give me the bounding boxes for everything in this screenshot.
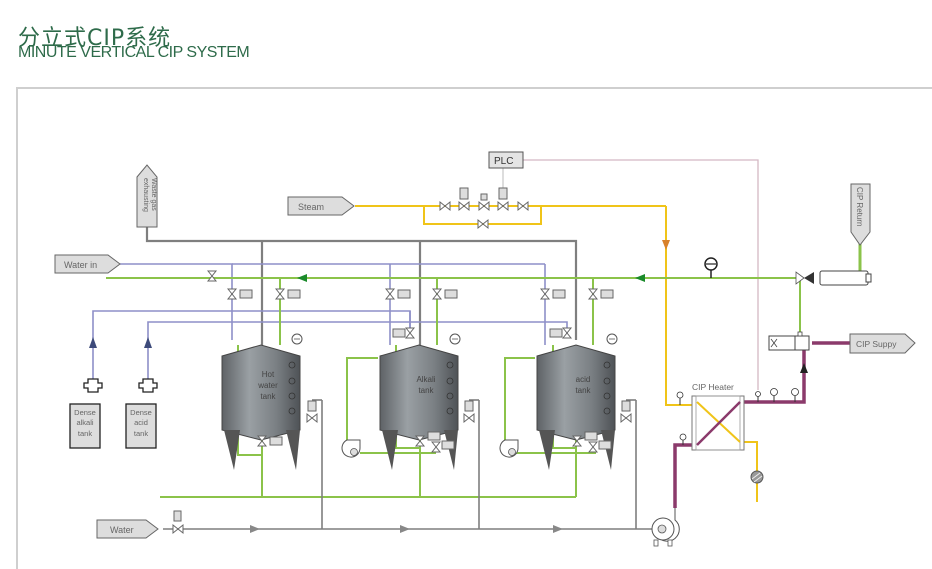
actuator-icon: [498, 187, 508, 200]
actuator-icon: [459, 187, 469, 200]
valve-icon: [439, 201, 451, 211]
valve-icon: [432, 288, 442, 300]
water-label: Water: [110, 525, 134, 535]
water-in-tag: Water in: [54, 254, 121, 274]
heater-gauges: [676, 388, 799, 445]
water-inlet-valve-icon: [172, 510, 184, 534]
alkali-tank: Alkali tank: [379, 333, 475, 470]
diagram-frame: [16, 87, 932, 569]
tank-label-line: water: [257, 381, 278, 390]
cip-supply-flowmeter: [768, 331, 810, 351]
dense-acid-tank: Dense acid tank: [125, 378, 158, 449]
waste-gas-label-1: Waste gas: [150, 178, 157, 211]
valve-icon: [588, 288, 598, 300]
valve-icon: [562, 327, 572, 339]
dense-tank-label-line: Dense: [130, 408, 152, 417]
alkali-pump-icon: [341, 439, 361, 458]
cip-heater: CIP Heater: [691, 382, 745, 451]
bypass-valve-icon: [477, 219, 489, 229]
tank-label-line: tank: [418, 386, 434, 395]
actuator-icon: [480, 193, 488, 201]
steam-label: Steam: [298, 202, 324, 212]
valve-icon: [207, 270, 217, 282]
flow-arrow-left: [635, 274, 645, 282]
valve-icon: [275, 288, 285, 300]
dense-tank-label-line: tank: [134, 429, 148, 438]
tank-label-line: tank: [260, 392, 276, 401]
plc-label: PLC: [494, 156, 513, 167]
temperature-sensor-icon: [755, 391, 761, 397]
dense-tank-label-line: acid: [134, 418, 148, 427]
flow-arrow-right: [553, 525, 563, 533]
dense-alkali-tank: Dense alkali tank: [69, 378, 103, 449]
hot-water-tank: Hot water tank: [221, 333, 318, 470]
cip-return-tag: CIP Return: [850, 183, 871, 246]
flow-arrow-left: [297, 274, 307, 282]
valve-icon: [517, 201, 529, 211]
valve-icon: [540, 288, 550, 300]
valve-icon: [405, 327, 415, 339]
steam-trap-icon: [750, 470, 764, 484]
dense-tank-label-line: Dense: [74, 408, 96, 417]
chemical-lines: [92, 263, 568, 392]
flow-arrow-up: [89, 337, 97, 348]
cip-return-filter: [795, 270, 872, 286]
flow-arrow-down: [662, 240, 670, 250]
tank-inlet-valves: [207, 270, 614, 339]
cip-supply-label: CIP Suppy: [856, 339, 897, 349]
cip-return-label: CIP Return: [855, 187, 864, 226]
valve-icon: [458, 201, 470, 211]
cip-supply-pump-icon: [651, 508, 680, 547]
pressure-gauge-icon: [704, 257, 718, 278]
flow-arrow-right: [250, 525, 260, 533]
flow-arrow-right: [400, 525, 410, 533]
page-title-english: MINUTE VERTICAL CIP SYSTEM: [18, 44, 250, 61]
waste-gas-lines: [145, 223, 578, 345]
water-in-label: Water in: [64, 260, 97, 270]
waste-gas-label-2: exhausting: [142, 178, 149, 212]
valve-icon: [497, 201, 509, 211]
acid-tank: acid tank: [536, 333, 632, 470]
dense-tank-label-line: alkali: [76, 418, 93, 427]
tank-label-line: acid: [576, 375, 591, 384]
regulating-valve-icon: [478, 201, 490, 211]
cip-heater-label: CIP Heater: [692, 382, 734, 392]
flow-arrow-up: [144, 337, 152, 348]
valve-icon: [385, 288, 395, 300]
tank-label-line: Hot: [262, 370, 275, 379]
page-title-chinese: 分立式CIP系统: [18, 26, 172, 51]
cip-supply-tag: CIP Suppy: [849, 333, 916, 354]
steam-valve-group: [439, 187, 529, 229]
acid-pump-icon: [499, 439, 519, 458]
tank-label-line: tank: [575, 386, 591, 395]
check-valve-icon: [804, 272, 814, 284]
tank-label-line: Alkali: [416, 375, 435, 384]
waste-gas-tag: Waste gas exhausting: [136, 164, 158, 228]
water-tag: Water: [96, 519, 159, 539]
dense-tank-label-line: tank: [78, 429, 92, 438]
valve-icon: [227, 288, 237, 300]
steam-inlet-tag: Steam: [287, 196, 355, 216]
plc-box: PLC: [488, 151, 524, 169]
flow-arrow-up: [800, 363, 808, 373]
